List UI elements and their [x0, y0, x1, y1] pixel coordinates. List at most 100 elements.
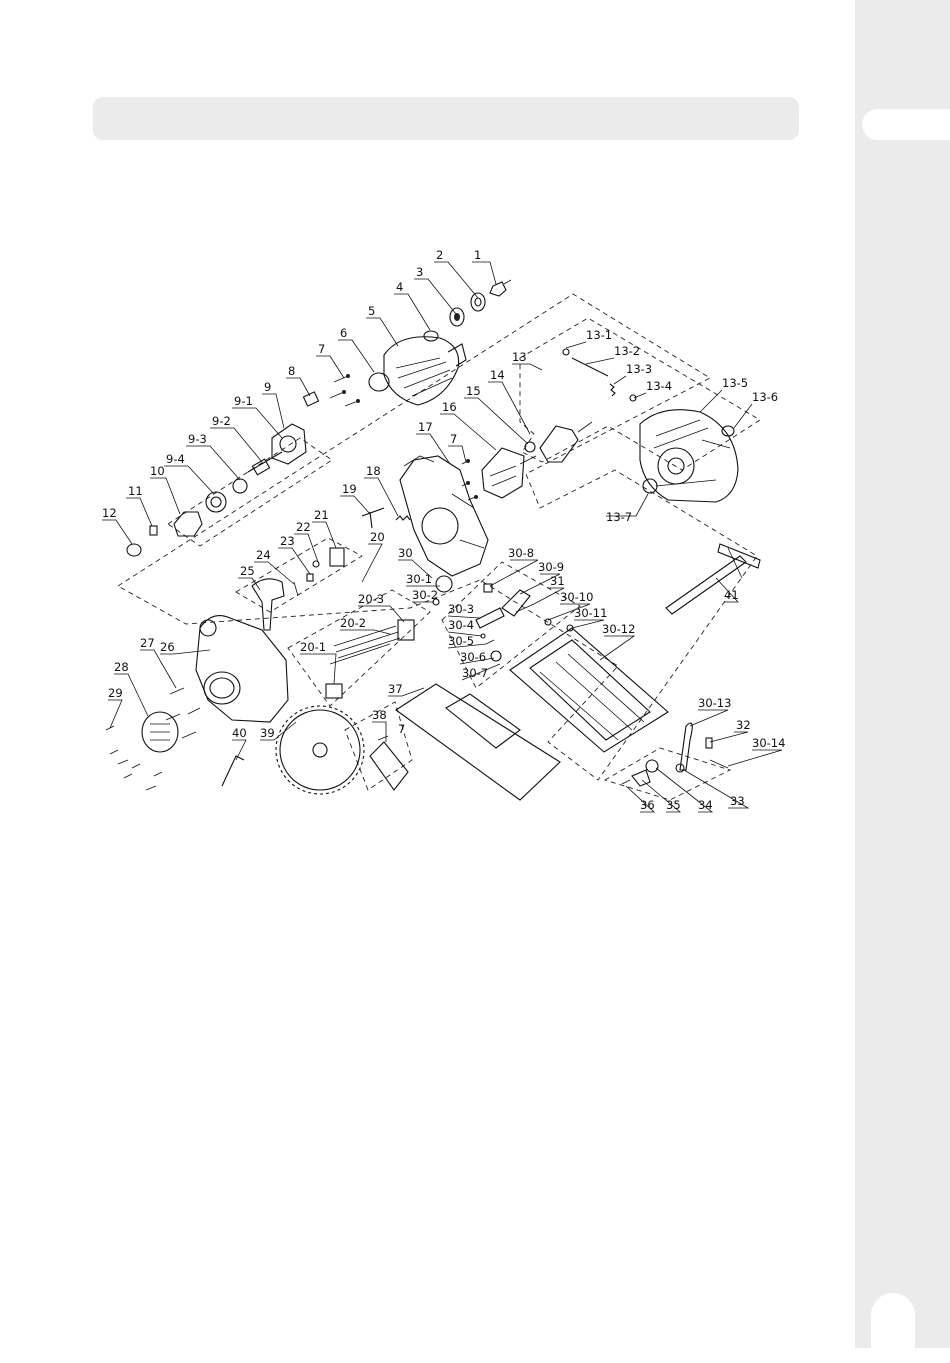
- part-13-4-clip: [630, 395, 636, 401]
- outline-switch-group: [236, 538, 362, 612]
- label-27: 27: [140, 636, 155, 650]
- label-9-1: 9-1: [234, 394, 253, 408]
- label-21: 21: [314, 508, 329, 522]
- label-16: 16: [442, 400, 457, 414]
- part-41-rip-fence: [666, 556, 746, 614]
- label-17: 17: [418, 420, 433, 434]
- part-shapes: [106, 280, 760, 800]
- part-7-screws-mid: [462, 459, 478, 500]
- label-30-14: 30-14: [752, 736, 785, 750]
- label-40: 40: [232, 726, 247, 740]
- part-13-5-guard-housing: [640, 410, 738, 502]
- label-9-4: 9-4: [166, 452, 185, 466]
- part-30-12-base-plate: [510, 628, 668, 752]
- part-30-6-spring: [491, 651, 501, 661]
- part-8-bracket: [303, 392, 318, 406]
- label-12: 12: [102, 506, 117, 520]
- part-17-main-housing: [400, 456, 488, 576]
- label-35: 35: [666, 798, 681, 812]
- part-30-1-knob: [436, 576, 452, 592]
- label-1: 1: [474, 248, 481, 262]
- label-30: 30: [398, 546, 413, 560]
- part-26-handle-housing: [196, 616, 288, 722]
- label-28: 28: [114, 660, 129, 674]
- label-10: 10: [150, 464, 165, 478]
- part-12-cap: [127, 544, 141, 556]
- part-15-bearing: [525, 442, 535, 452]
- label-3: 3: [416, 265, 423, 279]
- part-30-13-bevel-bracket: [680, 723, 692, 770]
- part-2-flange: [471, 293, 485, 311]
- part-16-stator: [482, 448, 524, 498]
- label-30-6: 30-6: [460, 650, 486, 664]
- part-10-gasket: [174, 512, 202, 536]
- label-20: 20: [370, 530, 385, 544]
- label-6: 6: [340, 326, 347, 340]
- part-21-switch: [330, 548, 344, 566]
- part-7-screw-bottom: [378, 736, 388, 740]
- label-37: 37: [388, 682, 403, 696]
- part-30-3-lever: [476, 608, 504, 628]
- label-5: 5: [368, 304, 375, 318]
- label-31: 31: [550, 574, 565, 588]
- label-25: 25: [240, 564, 255, 578]
- label-13-3: 13-3: [626, 362, 652, 376]
- part-7-screws: [330, 374, 360, 406]
- label-23: 23: [280, 534, 295, 548]
- label-30-9: 30-9: [538, 560, 564, 574]
- part-9-4-gear: [206, 492, 226, 512]
- part-11-plug: [150, 526, 157, 535]
- part-13-7-bearing: [643, 479, 657, 493]
- label-13-1: 13-1: [586, 328, 612, 342]
- label-9: 9: [264, 380, 271, 394]
- label-20-1: 20-1: [300, 640, 326, 654]
- label-20-3: 20-3: [358, 592, 384, 606]
- label-15: 15: [466, 384, 481, 398]
- label-18: 18: [366, 464, 381, 478]
- label-14: 14: [490, 368, 505, 382]
- label-30-12: 30-12: [602, 622, 635, 636]
- part-18-spring: [396, 516, 410, 520]
- part-40-hex-key: [222, 756, 244, 786]
- label-30-4: 30-4: [448, 618, 474, 632]
- label-13-4: 13-4: [646, 379, 672, 393]
- label-30-11: 30-11: [574, 606, 607, 620]
- label-29: 29: [108, 686, 123, 700]
- label-26: 26: [160, 640, 175, 654]
- part-25-trigger: [252, 579, 284, 630]
- leader-lines: [102, 262, 782, 812]
- label-39: 39: [260, 726, 275, 740]
- label-13: 13: [512, 350, 527, 364]
- label-13-2: 13-2: [614, 344, 640, 358]
- label-13-5: 13-5: [722, 376, 748, 390]
- part-30-14-screw: [710, 760, 728, 768]
- label-7-mid: 7: [450, 432, 457, 446]
- part-20-1-terminal-block: [326, 684, 342, 698]
- part-29-screws: [106, 726, 162, 790]
- label-30-2: 30-2: [412, 588, 438, 602]
- label-30-8: 30-8: [508, 546, 534, 560]
- part-20-2-wires: [330, 626, 400, 664]
- part-30-9-plate: [502, 590, 530, 616]
- part-20-3-switch-box: [398, 620, 414, 640]
- label-30-1: 30-1: [406, 572, 432, 586]
- part-38-dust-chute: [370, 742, 408, 790]
- label-22: 22: [296, 520, 311, 534]
- label-32: 32: [736, 718, 751, 732]
- part-9-3-bearing: [233, 479, 247, 493]
- part-34-knob: [646, 760, 658, 772]
- label-41: 41: [724, 588, 739, 602]
- part-9-gear-housing: [272, 424, 306, 464]
- part-13-3-spring: [610, 384, 615, 396]
- label-38: 38: [372, 708, 387, 722]
- label-30-3: 30-3: [448, 602, 474, 616]
- part-14-armature: [540, 426, 578, 462]
- part-30-5-screw: [486, 640, 494, 644]
- part-32-spring: [706, 738, 712, 748]
- part-19-key: [362, 508, 384, 528]
- label-7-bottom: 7: [398, 722, 405, 736]
- part-1-nut: [490, 282, 506, 296]
- label-8: 8: [288, 364, 295, 378]
- outline-bevel-group: [605, 748, 730, 800]
- label-13-6: 13-6: [752, 390, 778, 404]
